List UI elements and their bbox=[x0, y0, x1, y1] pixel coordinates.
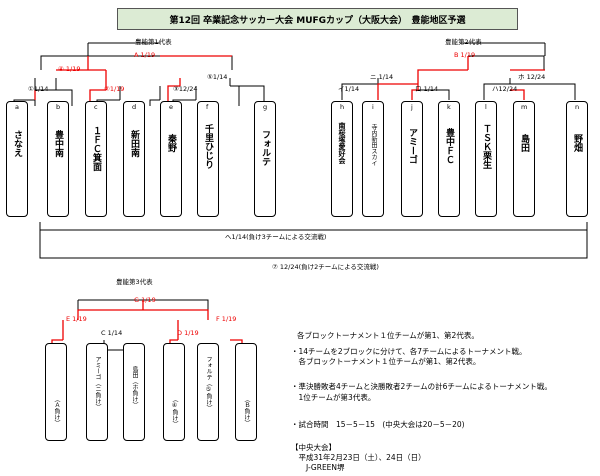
team-box-c bbox=[85, 101, 107, 217]
a-match-label: A 1/19 bbox=[134, 51, 156, 59]
e-label: E 1/19 bbox=[66, 315, 87, 323]
i-label: イ1/14 bbox=[338, 85, 360, 93]
team3-box-3 bbox=[123, 343, 145, 441]
d-label: D 1/19 bbox=[177, 329, 199, 337]
team-name-d: 新田南 bbox=[129, 130, 139, 157]
letter-n: n bbox=[575, 103, 580, 111]
team-name-j: アミーゴ bbox=[407, 128, 417, 164]
m7-label: ⑦ 12/24(負け2チームによる交流戦) bbox=[272, 263, 379, 271]
team3-name-3: 島田（ホ負け） bbox=[131, 366, 138, 408]
team3-box-4 bbox=[163, 343, 185, 441]
m1-label: ①1/14 bbox=[28, 85, 49, 93]
note-line-6: ・試合時間 15－5－15 (中央大会は20－5－20) bbox=[291, 420, 465, 429]
m3-label: ③12/24 bbox=[173, 85, 198, 93]
team3-box-2 bbox=[86, 343, 108, 441]
team3-box-5 bbox=[197, 343, 219, 441]
team-name-m: 島田 bbox=[519, 134, 529, 152]
note-line-5: 1位チームが第3代表。 bbox=[291, 393, 376, 402]
m2-label: ②1/19 bbox=[104, 85, 125, 93]
team-box-l bbox=[475, 101, 497, 217]
team-box-i bbox=[362, 101, 384, 217]
rep1-label: 豊能第1代表 bbox=[135, 38, 172, 46]
letter-e: e bbox=[169, 103, 173, 111]
page-title: 第12回 卒業記念サッカー大会 MUFGカップ（大阪大会） 豊能地区予選 bbox=[117, 8, 518, 30]
team-name-k: 豊中ＦＣ bbox=[444, 128, 454, 164]
team3-name-5: フォルテ（⑤負け） bbox=[205, 356, 212, 411]
letter-k: k bbox=[447, 103, 451, 111]
note-line-7: 【中央大会】 bbox=[291, 443, 336, 452]
note-line-2: ・14チームを2ブロックに分けて、各7チームによるトーナメント戦。 bbox=[291, 347, 527, 356]
team-box-n bbox=[566, 101, 588, 217]
team-name-h: 南桜塚愛好会 bbox=[338, 122, 346, 164]
letter-d: d bbox=[132, 103, 137, 111]
m5-label: ⑤1/14 bbox=[207, 73, 228, 81]
team3-name-6: （Ｂ負け） bbox=[243, 396, 250, 426]
f-label: F 1/19 bbox=[216, 315, 237, 323]
rep2-label: 豊能第2代表 bbox=[445, 38, 482, 46]
team-name-l: ＴＳＫ栗生 bbox=[481, 124, 491, 169]
b-match-label: B 1/19 bbox=[454, 51, 476, 59]
letter-l: l bbox=[485, 103, 487, 111]
letter-f: f bbox=[206, 103, 209, 111]
ni-label: ニ 1/14 bbox=[370, 73, 394, 81]
team3-name-2: アミーゴ（ニ負け） bbox=[94, 356, 101, 410]
rep3-label: 豊能第3代表 bbox=[116, 278, 153, 286]
note-line-3: 各ブロックトーナメント１位チームが第1、第2代表。 bbox=[291, 357, 481, 366]
team-name-b: 豊中南 bbox=[53, 130, 63, 157]
letter-j: j bbox=[411, 103, 413, 111]
note-line-9: J-GREEN堺 bbox=[291, 463, 345, 472]
team-box-h bbox=[331, 101, 353, 217]
g-label: G 1/19 bbox=[134, 296, 156, 304]
team-name-g: フォルテ bbox=[260, 130, 270, 166]
team-box-k bbox=[438, 101, 460, 217]
team-box-e bbox=[160, 101, 182, 217]
letter-h: h bbox=[340, 103, 345, 111]
team-name-a: さなえ bbox=[12, 130, 22, 157]
team-box-j bbox=[401, 101, 423, 217]
team-box-f bbox=[197, 101, 219, 217]
letter-c: c bbox=[94, 103, 98, 111]
team-name-c: １ＦＣ箕面 bbox=[91, 126, 101, 171]
letter-g: g bbox=[263, 103, 268, 111]
he-label: へ1/14(負け3チームによる交流戦) bbox=[225, 233, 327, 241]
note-line-8: 平成31年2月23日（土）、24日（日） bbox=[291, 453, 426, 462]
team-name-i: 寺内新田スカイ bbox=[370, 124, 377, 166]
letter-i: i bbox=[372, 103, 374, 111]
note-line-4: ・準決勝敗者4チームと決勝敗者2チームの計6チームによるトーナメント戦。 bbox=[291, 382, 552, 391]
team-name-e: 秦野 bbox=[166, 134, 176, 152]
ha-label: ハ12/24 bbox=[492, 85, 518, 93]
team3-box-6 bbox=[235, 343, 257, 441]
letter-m: m bbox=[521, 103, 528, 111]
ho-label: ホ 12/24 bbox=[518, 73, 546, 81]
letter-a: a bbox=[15, 103, 19, 111]
c-label: C 1/14 bbox=[101, 329, 123, 337]
letter-b: b bbox=[56, 103, 61, 111]
note-line-1: 各ブロックトーナメント１位チームが第1、第2代表。 bbox=[297, 331, 479, 340]
team3-box-1 bbox=[45, 343, 67, 441]
team-box-d bbox=[123, 101, 145, 217]
team-box-g bbox=[254, 101, 276, 217]
team3-name-1: （Ａ負け） bbox=[53, 396, 60, 426]
team3-name-4: （④負け） bbox=[171, 396, 178, 427]
team-name-n: 野畑 bbox=[572, 134, 582, 152]
team-box-b bbox=[47, 101, 69, 217]
ro-label: ロ 1/14 bbox=[415, 85, 439, 93]
m4-label: ④ 1/19 bbox=[58, 65, 81, 73]
team-name-f: 千里ひじり bbox=[203, 124, 213, 169]
team-box-a bbox=[6, 101, 28, 217]
team-box-m bbox=[513, 101, 535, 217]
